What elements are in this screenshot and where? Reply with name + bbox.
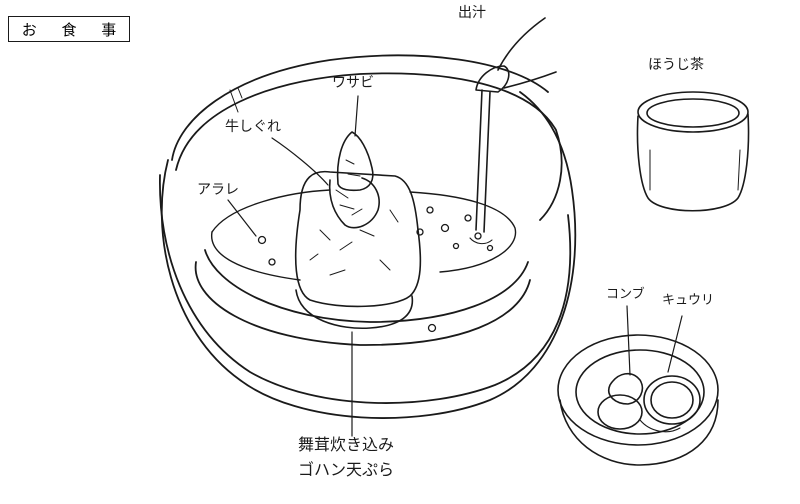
- glass-bowl: [159, 54, 577, 419]
- arare-pieces: [257, 206, 494, 333]
- cucumber-label: キュウリ: [662, 293, 715, 308]
- beef-label: 牛しぐれ: [225, 119, 281, 135]
- wasabi-cone: [336, 131, 374, 192]
- kombu-label: コンブ: [606, 287, 645, 302]
- wasabi-label: ワサビ: [332, 75, 374, 91]
- dashi-label: 出汁: [458, 5, 486, 21]
- page-title: お 食 事: [8, 16, 130, 42]
- leader-lines: [227, 95, 683, 437]
- pickle-dish: [557, 334, 719, 466]
- rice-tempura-label-line2: ゴハン天ぷら: [298, 460, 395, 479]
- arare-label: アラレ: [197, 182, 239, 198]
- broth-surface: [211, 189, 517, 281]
- rice-tempura: [294, 170, 422, 330]
- tea-label: ほうじ茶: [648, 57, 704, 73]
- rice-tempura-label-line1: 舞茸炊き込み: [298, 435, 395, 454]
- tea-cup: [636, 91, 750, 212]
- dashi-pour: [469, 17, 557, 245]
